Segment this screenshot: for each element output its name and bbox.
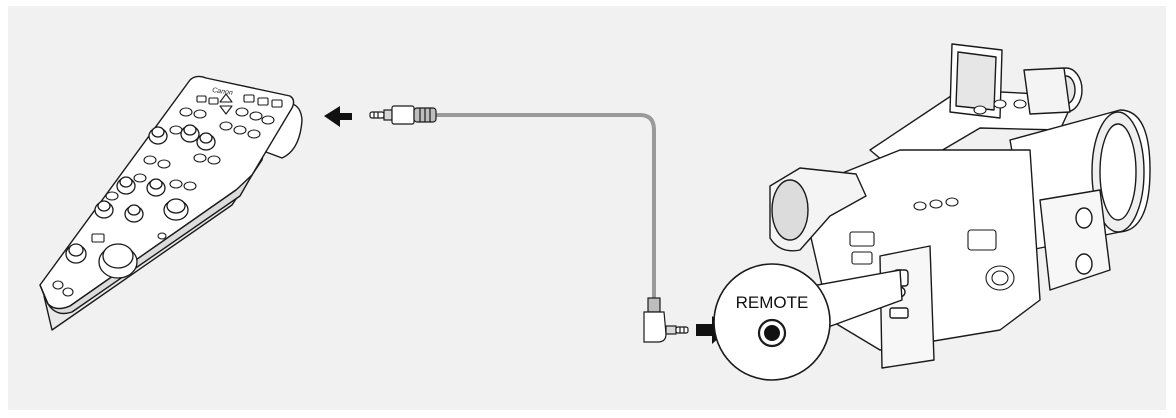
arrow-icon bbox=[324, 106, 352, 127]
remote-terminal-icon bbox=[759, 320, 785, 346]
cable bbox=[436, 115, 654, 300]
remote-controller-icon: Canon bbox=[40, 76, 302, 330]
plug-icon bbox=[370, 106, 436, 124]
plug-icon bbox=[644, 298, 688, 342]
remote-terminal-label: REMOTE bbox=[736, 293, 809, 312]
